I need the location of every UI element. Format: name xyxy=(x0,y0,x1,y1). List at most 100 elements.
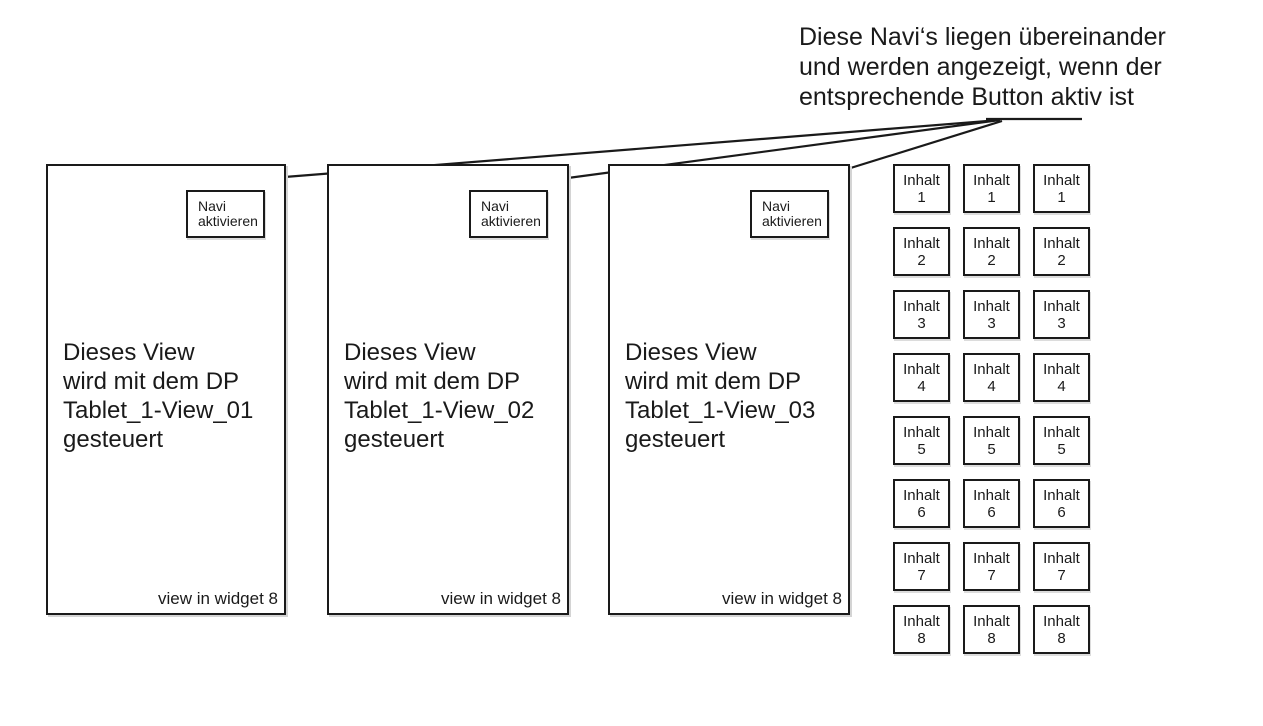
inhalt-button-number: 1 xyxy=(917,188,926,206)
inhalt-button-label: Inhalt xyxy=(1043,360,1080,378)
description-line: Dieses View xyxy=(63,339,195,366)
annotation-line: entsprechende Button aktiv ist xyxy=(799,83,1134,111)
description-line: gesteuert xyxy=(625,426,726,453)
inhalt-button-number: 4 xyxy=(917,377,926,395)
inhalt-button-number: 7 xyxy=(987,566,996,584)
description-line: gesteuert xyxy=(63,426,164,453)
inhalt-button-number: 2 xyxy=(917,251,926,269)
inhalt-button-label: Inhalt xyxy=(1043,234,1080,252)
panel-footer: view in widget 8 xyxy=(721,589,842,608)
inhalt-button-label: Inhalt xyxy=(973,612,1010,630)
panel-description: Dieses View wird mit dem DP Tablet_1-Vie… xyxy=(344,338,534,454)
inhalt-button-label: Inhalt xyxy=(903,234,940,252)
navi-button-label: Navi xyxy=(481,198,510,214)
inhalt-button-label: Inhalt xyxy=(903,297,940,315)
description-line: gesteuert xyxy=(344,426,445,453)
inhalt-button-number: 2 xyxy=(1057,251,1066,269)
inhalt-button-number: 1 xyxy=(1057,188,1066,206)
description-line: wird mit dem DP xyxy=(63,368,240,395)
inhalt-button-label: Inhalt xyxy=(903,612,940,630)
inhalt-button-label: Inhalt xyxy=(973,423,1010,441)
navi-button-label: aktivieren xyxy=(198,213,258,229)
inhalt-button-label: Inhalt xyxy=(1043,171,1080,189)
inhalt-button-number: 7 xyxy=(917,566,926,584)
navi-activate-button[interactable]: Navi aktivieren xyxy=(750,190,829,238)
inhalt-button-label: Inhalt xyxy=(973,171,1010,189)
description-line: Tablet_1-View_01 xyxy=(63,397,254,424)
navi-button-label: aktivieren xyxy=(762,213,822,229)
inhalt-button-label: Inhalt xyxy=(973,486,1010,504)
description-line: Tablet_1-View_03 xyxy=(625,397,816,424)
navi-activate-button[interactable]: Navi aktivieren xyxy=(186,190,265,238)
inhalt-button-number: 6 xyxy=(1057,503,1066,521)
navi-button-label: Navi xyxy=(198,198,227,214)
inhalt-button-number: 5 xyxy=(1057,440,1066,458)
inhalt-button-label: Inhalt xyxy=(973,234,1010,252)
annotation-line: Diese Navi‘s liegen übereinander xyxy=(799,23,1166,51)
inhalt-button-number: 3 xyxy=(1057,314,1066,332)
inhalt-button-label: Inhalt xyxy=(973,549,1010,567)
inhalt-button-number: 7 xyxy=(1057,566,1066,584)
inhalt-button-label: Inhalt xyxy=(903,171,940,189)
inhalt-button-number: 1 xyxy=(987,188,996,206)
description-line: Dieses View xyxy=(344,339,476,366)
panel-footer: view in widget 8 xyxy=(440,589,561,608)
inhalt-button-number: 8 xyxy=(1057,629,1066,647)
inhalt-button-number: 3 xyxy=(917,314,926,332)
description-line: Tablet_1-View_02 xyxy=(344,397,535,424)
inhalt-button-label: Inhalt xyxy=(1043,297,1080,315)
navi-button-label: Navi xyxy=(762,198,791,214)
inhalt-button-label: Inhalt xyxy=(973,360,1010,378)
navi-activate-button[interactable]: Navi aktivieren xyxy=(469,190,548,238)
inhalt-button-number: 8 xyxy=(917,629,926,647)
inhalt-button-label: Inhalt xyxy=(973,297,1010,315)
inhalt-button-label: Inhalt xyxy=(903,549,940,567)
inhalt-button-number: 5 xyxy=(987,440,996,458)
description-line: Dieses View xyxy=(625,339,757,366)
panel-footer: view in widget 8 xyxy=(157,589,278,608)
inhalt-button-label: Inhalt xyxy=(903,360,940,378)
inhalt-button-label: Inhalt xyxy=(1043,612,1080,630)
inhalt-button-number: 5 xyxy=(917,440,926,458)
panel-description: Dieses View wird mit dem DP Tablet_1-Vie… xyxy=(625,338,815,454)
navi-button-label: aktivieren xyxy=(481,213,541,229)
view-panel-2: Navi aktivieren Dieses View wird mit dem… xyxy=(327,164,569,615)
panel-description: Dieses View wird mit dem DP Tablet_1-Vie… xyxy=(63,338,253,454)
view-panel-3: Navi aktivieren Dieses View wird mit dem… xyxy=(608,164,850,615)
inhalt-button-label: Inhalt xyxy=(903,423,940,441)
inhalt-button-label: Inhalt xyxy=(1043,549,1080,567)
annotation-note: Diese Navi‘s liegen übereinander und wer… xyxy=(799,22,1166,112)
inhalt-button-number: 8 xyxy=(987,629,996,647)
description-line: wird mit dem DP xyxy=(625,368,802,395)
inhalt-button-label: Inhalt xyxy=(903,486,940,504)
inhalt-button-number: 2 xyxy=(987,251,996,269)
description-line: wird mit dem DP xyxy=(344,368,521,395)
annotation-line: und werden angezeigt, wenn der xyxy=(799,53,1162,81)
